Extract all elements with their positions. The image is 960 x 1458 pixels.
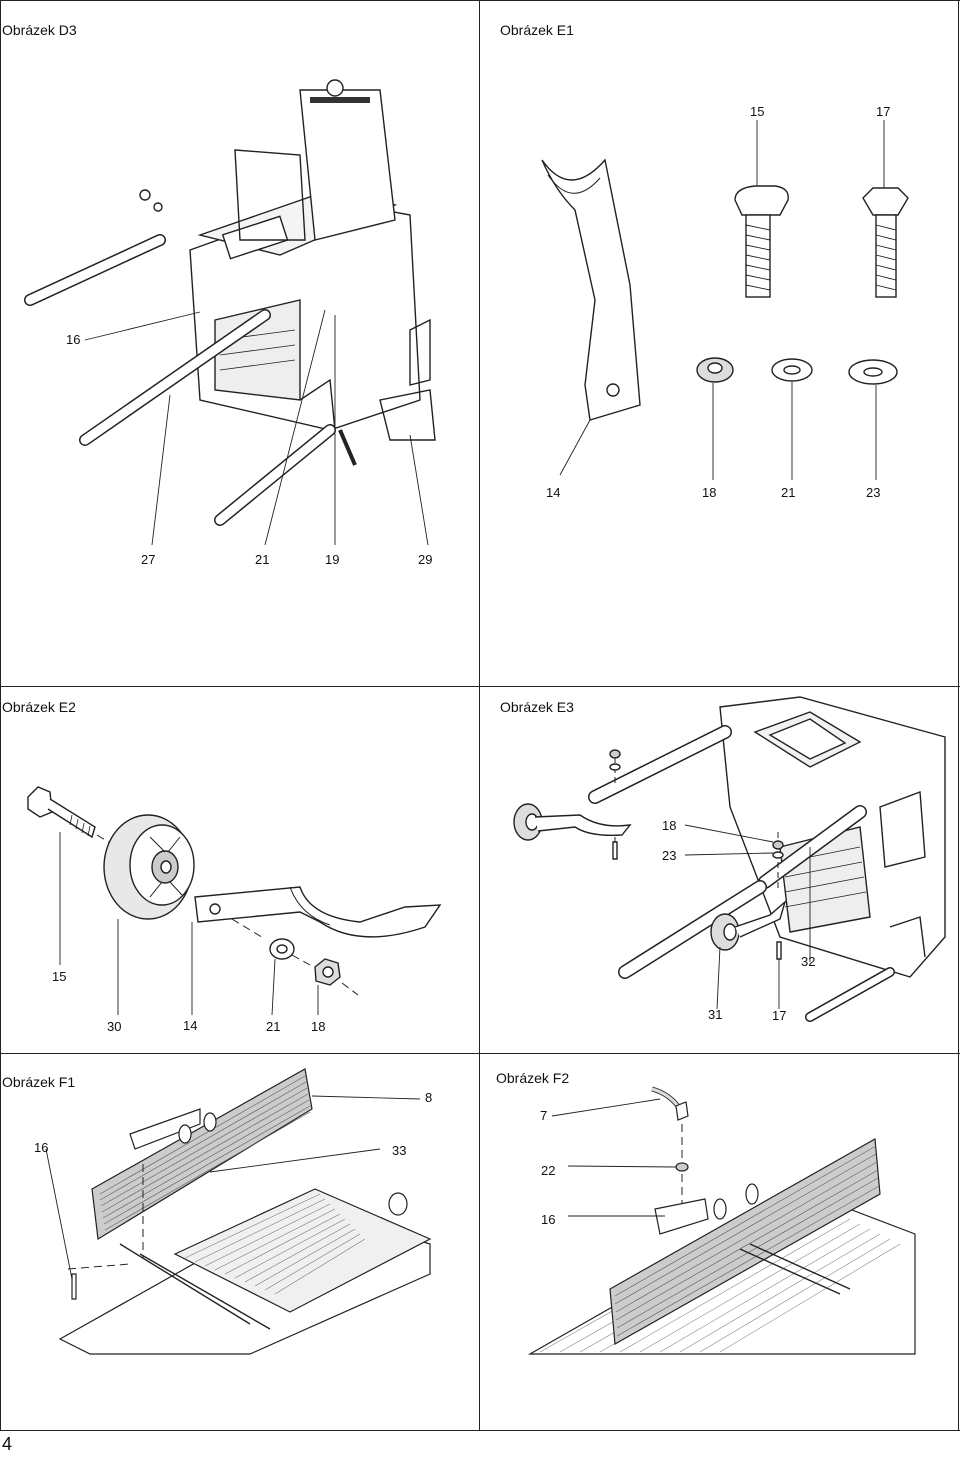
callout-23: 23: [662, 848, 677, 863]
panel-figure-f1: Obrázek F1 8 16 33: [0, 1054, 479, 1430]
figure-e3-illustration: [513, 696, 946, 1022]
callout-17: 17: [876, 104, 891, 119]
figure-f1-illustration: [45, 1068, 432, 1355]
callout-14: 14: [183, 1018, 198, 1033]
page-number: 4: [2, 1434, 13, 1454]
panel-figure-f2: Obrázek F2 7 22 16: [480, 1054, 958, 1430]
figure-d3-illustration: [24, 79, 436, 546]
panel-figure-e2: Obrázek E2 15 30 14 21 18: [0, 687, 479, 1053]
panel-figure-e1: Obrázek E1 15 17 14 18 21 23: [480, 0, 958, 686]
panel-title: Obrázek E3: [500, 699, 574, 715]
grid-bottom-border: [0, 1430, 960, 1431]
callout-14: 14: [546, 485, 561, 500]
callout-16: 16: [541, 1212, 556, 1227]
figure-f2-illustration: [527, 1086, 916, 1355]
panel-figure-e3: Obrázek E3: [480, 687, 958, 1053]
callout-27: 27: [141, 552, 156, 567]
callout-7: 7: [540, 1108, 548, 1123]
panel-title: Obrázek D3: [2, 22, 77, 38]
panel-title: Obrázek F2: [496, 1070, 570, 1086]
grid-row-divider-2: [0, 1053, 960, 1054]
callout-18: 18: [702, 485, 717, 500]
callout-19: 19: [325, 552, 340, 567]
callout-16: 16: [34, 1140, 49, 1155]
callout-15: 15: [750, 104, 765, 119]
callout-18: 18: [662, 818, 677, 833]
callout-30: 30: [107, 1019, 122, 1034]
callout-33: 33: [392, 1143, 407, 1158]
panel-title: Obrázek F1: [2, 1074, 76, 1090]
callout-18: 18: [311, 1019, 326, 1034]
callout-8: 8: [425, 1090, 433, 1105]
panel-title: Obrázek E2: [2, 699, 76, 715]
figure-e2-illustration: [27, 786, 442, 1016]
panel-title: Obrázek E1: [500, 22, 574, 38]
callout-21: 21: [781, 485, 796, 500]
callout-15: 15: [52, 969, 67, 984]
figure-e1-illustration: [541, 120, 909, 480]
callout-21: 21: [266, 1019, 281, 1034]
callout-16: 16: [66, 332, 81, 347]
callout-17: 17: [772, 1008, 787, 1023]
grid-row-divider-1: [0, 686, 960, 687]
callout-31: 31: [708, 1007, 723, 1022]
grid-right-border: [958, 0, 959, 1430]
grid-center-divider: [479, 0, 480, 1430]
callout-21: 21: [255, 552, 270, 567]
grid-left-border: [0, 0, 1, 1430]
callout-23: 23: [866, 485, 881, 500]
grid-top-border: [0, 0, 960, 1]
callout-22: 22: [541, 1163, 556, 1178]
callout-29: 29: [418, 552, 433, 567]
callout-32: 32: [801, 954, 816, 969]
panel-figure-d3: Obrázek D3 16 27 21 19 29: [0, 0, 479, 686]
